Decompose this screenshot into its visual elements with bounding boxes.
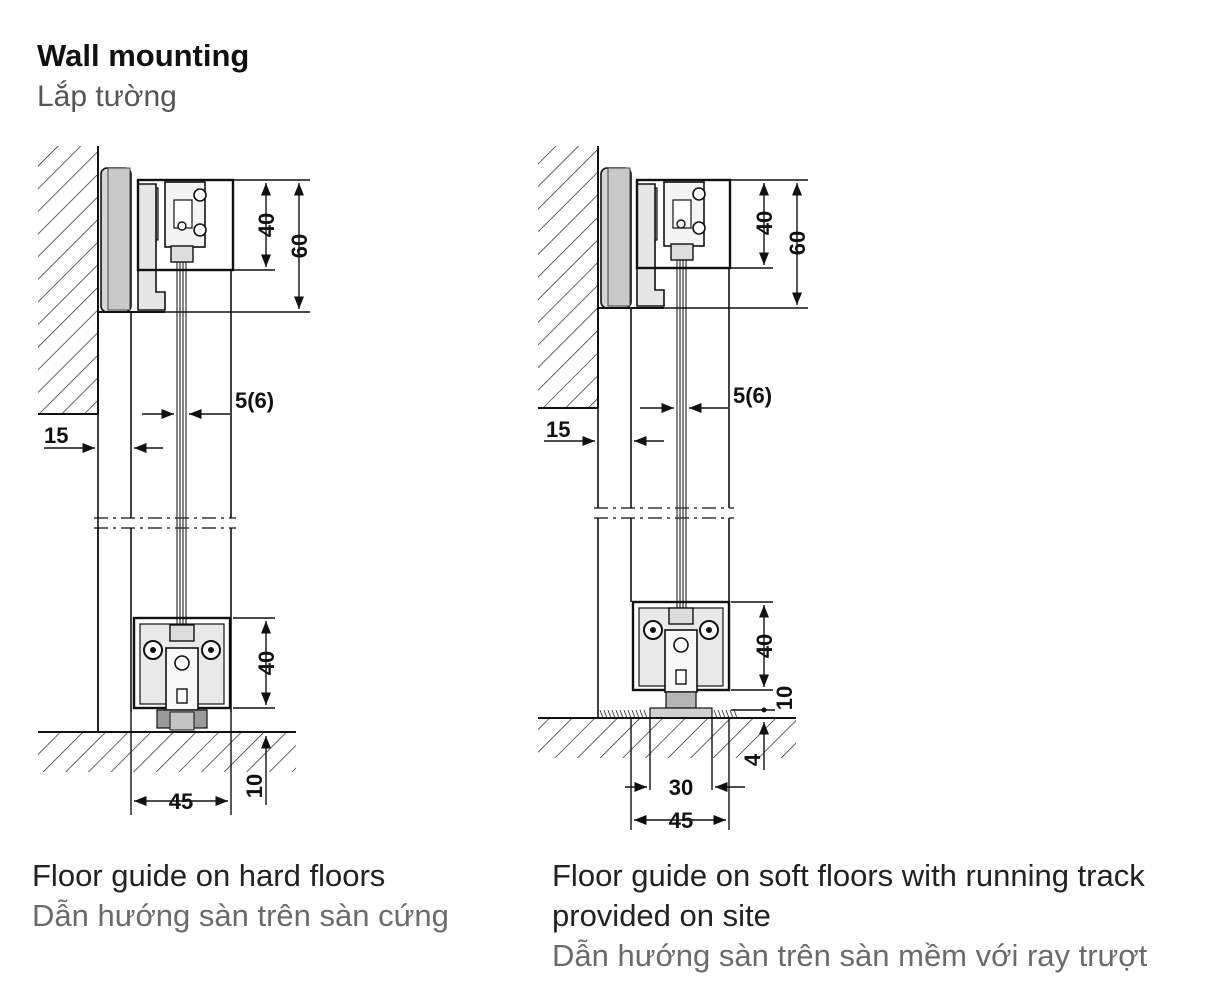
left-top-fitting [98, 167, 235, 313]
right-dim-top-outer: 60 [785, 231, 810, 255]
right-glass [676, 260, 687, 610]
left-dim-top-outer: 60 [287, 234, 312, 258]
right-dim-floor: 10 [772, 686, 797, 710]
left-caption-vi: Dẫn hướng sàn trên sàn cứng [32, 898, 449, 933]
right-dimension-lines [544, 179, 808, 830]
right-dim-glass: 5(6) [733, 383, 772, 408]
left-caption: Floor guide on hard floors Dẫn hướng sàn… [32, 856, 449, 936]
left-dim-bottom: 40 [254, 651, 279, 675]
page-subtitle: Lắp tường [37, 80, 177, 113]
right-dim-bottom: 40 [752, 634, 777, 658]
left-glass [176, 262, 187, 625]
right-caption-en-line1: Floor guide on soft floors with running … [552, 858, 1145, 893]
right-bottom-fitting [631, 600, 731, 719]
left-dim-wall-gap: 15 [44, 423, 68, 448]
right-caption-en-line2: provided on site [552, 898, 771, 933]
right-floor [538, 718, 796, 758]
right-dim-top-inner: 40 [752, 211, 777, 235]
right-top-fitting [598, 167, 732, 309]
left-dim-floor: 10 [242, 774, 267, 798]
left-dimension-lines [44, 179, 310, 815]
right-caption-vi: Dẫn hướng sàn trên sàn mềm với ray trượt [552, 938, 1148, 973]
left-floor [38, 732, 296, 772]
left-dim-top-inner: 40 [254, 213, 279, 237]
left-diagram: 40 60 5(6) 15 40 10 45 [38, 146, 312, 815]
left-wall [38, 146, 98, 414]
right-dim-track: 4 [740, 753, 765, 766]
right-wall [538, 146, 598, 408]
left-caption-en: Floor guide on hard floors [32, 858, 386, 893]
page-title: Wall mounting [37, 38, 250, 73]
right-caption: Floor guide on soft floors with running … [552, 856, 1147, 976]
right-dim-inner-width: 30 [669, 775, 693, 800]
right-soft-floor [599, 709, 738, 719]
right-diagram: 40 60 5(6) 15 40 10 4 30 45 [538, 146, 810, 833]
left-bottom-fitting [132, 616, 232, 731]
right-dim-wall-gap: 15 [546, 417, 570, 442]
right-dim-width: 45 [669, 808, 693, 833]
left-dim-width: 45 [169, 789, 193, 814]
left-dim-glass: 5(6) [235, 388, 274, 413]
